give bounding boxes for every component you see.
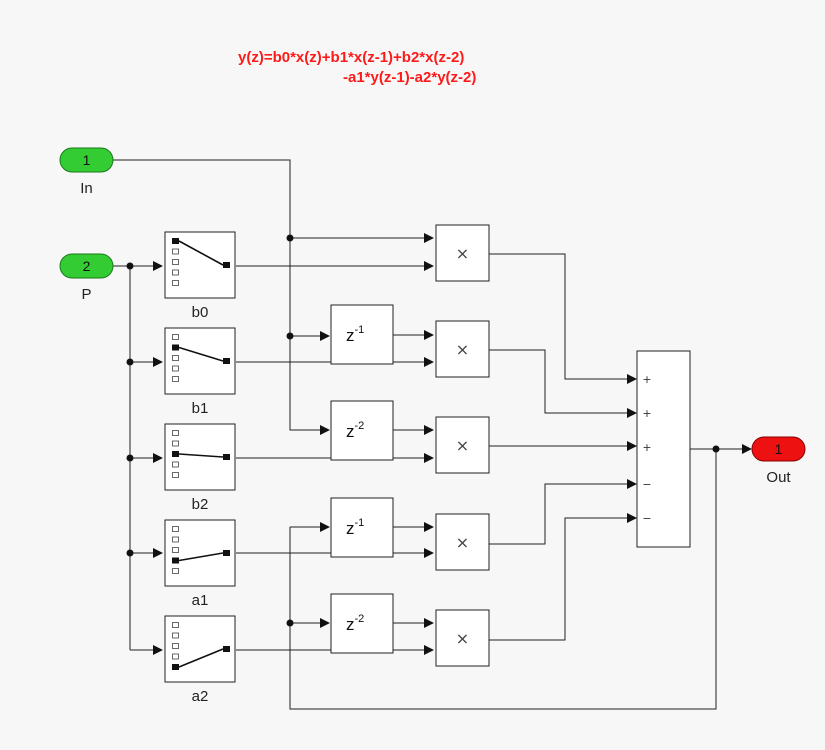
- multiply-symbol: ×: [456, 436, 469, 455]
- equation-line-1: y(z)=b0*x(z)+b1*x(z-1)+b2*x(z-2): [238, 49, 464, 66]
- sum-input-sign: +: [642, 373, 651, 386]
- junction-dots: [126, 234, 720, 627]
- product-block[interactable]: ×: [435, 320, 490, 378]
- product-block[interactable]: ×: [435, 513, 490, 571]
- selector-label: b1: [192, 400, 209, 417]
- selector-label: a1: [192, 592, 209, 609]
- inport-in-number: 1: [83, 152, 91, 168]
- selector-b0[interactable]: b0: [164, 231, 236, 321]
- sum-input-sign: +: [642, 441, 651, 454]
- multiply-symbol: ×: [456, 244, 469, 263]
- selector-a1[interactable]: a1: [164, 519, 236, 609]
- inport-p[interactable]: 2 P: [59, 253, 114, 303]
- outport-out-number: 1: [775, 441, 783, 457]
- unit-delay-block[interactable]: z-1: [330, 497, 394, 558]
- sum-block[interactable]: + + + − −: [636, 350, 691, 548]
- selector-blocks: b0 b1 b2 a1 a2: [164, 231, 236, 705]
- inport-in-label: In: [80, 180, 93, 197]
- selector-b2[interactable]: b2: [164, 423, 236, 513]
- selector-label: a2: [192, 688, 209, 705]
- delay-label: z-1: [346, 324, 364, 345]
- unit-delay-block[interactable]: z-1: [330, 304, 394, 365]
- inport-p-label: P: [81, 286, 91, 303]
- sum-input-sign: +: [642, 407, 651, 420]
- product-block[interactable]: ×: [435, 609, 490, 667]
- inport-p-number: 2: [83, 258, 91, 274]
- delay-label: z-1: [346, 517, 364, 538]
- selector-a2[interactable]: a2: [164, 615, 236, 705]
- unit-delay-block[interactable]: z-2: [330, 593, 394, 654]
- sum-input-sign: −: [642, 478, 651, 491]
- selector-label: b0: [192, 304, 209, 321]
- delay-label: z-2: [346, 613, 364, 634]
- equation-line-2: -a1*y(z-1)-a2*y(z-2): [343, 69, 476, 86]
- product-blocks: × × × × ×: [435, 224, 490, 667]
- outport-out-label: Out: [766, 469, 791, 486]
- selector-label: b2: [192, 496, 209, 513]
- outport-out[interactable]: 1 Out: [751, 436, 806, 486]
- multiply-symbol: ×: [456, 340, 469, 359]
- inport-in[interactable]: 1 In: [59, 147, 114, 197]
- delay-blocks: z-1 z-2 z-1 z-2: [330, 304, 394, 654]
- selector-b1[interactable]: b1: [164, 327, 236, 417]
- sum-input-sign: −: [642, 512, 651, 525]
- unit-delay-block[interactable]: z-2: [330, 400, 394, 461]
- multiply-symbol: ×: [456, 533, 469, 552]
- delay-label: z-2: [346, 420, 364, 441]
- product-block[interactable]: ×: [435, 416, 490, 474]
- product-block[interactable]: ×: [435, 224, 490, 282]
- sum-signs: + + + − −: [642, 373, 651, 525]
- multiply-symbol: ×: [456, 629, 469, 648]
